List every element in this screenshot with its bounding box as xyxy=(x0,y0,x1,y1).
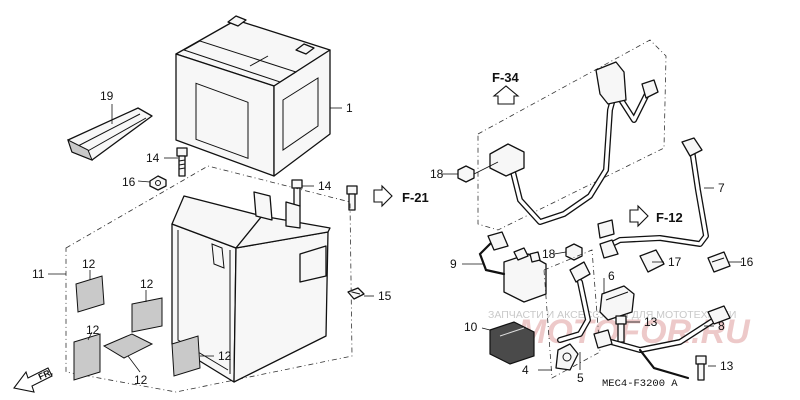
bolt-13-upper xyxy=(615,315,627,343)
nut-16-left xyxy=(149,175,167,191)
callout-6: 6 xyxy=(608,269,615,283)
callout-19: 19 xyxy=(100,89,114,103)
callout-15: 15 xyxy=(378,289,392,303)
ref-f12-label: F-12 xyxy=(656,210,683,225)
ref-f12: F-12 xyxy=(629,204,683,228)
starter-cable-4 xyxy=(555,261,591,371)
cap-16-right xyxy=(707,251,731,273)
callout-12-e: 12 xyxy=(218,349,232,363)
battery xyxy=(175,15,331,177)
battery-cable xyxy=(489,61,659,225)
ref-f21-label: F-21 xyxy=(402,190,429,205)
callout-12-a: 12 xyxy=(82,257,96,271)
callout-16-left: 16 xyxy=(122,175,136,189)
callout-5: 5 xyxy=(577,371,584,385)
callout-11: 11 xyxy=(32,267,45,281)
pad-12-a xyxy=(75,275,105,313)
callout-12-c: 12 xyxy=(86,323,100,337)
right-arrow-icon xyxy=(373,184,393,208)
bolt-14-right xyxy=(291,179,303,207)
up-arrow-icon xyxy=(492,85,520,105)
clip-17 xyxy=(639,249,665,273)
main-fuse-10 xyxy=(489,321,535,365)
callout-16-right: 16 xyxy=(740,255,754,269)
callout-4: 4 xyxy=(522,363,529,377)
right-arrow-icon xyxy=(629,204,649,228)
ref-f34-label: F-34 xyxy=(492,70,520,85)
clip-15 xyxy=(347,287,365,300)
fuse-cover-6 xyxy=(599,285,635,321)
battery-band xyxy=(67,107,153,161)
front-indicator: FR. xyxy=(13,367,54,393)
front-label: FR. xyxy=(37,367,54,382)
pad-12-e xyxy=(171,335,201,377)
callout-10: 10 xyxy=(464,320,478,334)
front-arrow-icon xyxy=(13,367,53,393)
leader-lines xyxy=(48,104,742,373)
bolt-13-lower xyxy=(695,355,707,381)
bolt-14-left xyxy=(176,147,188,177)
callout-8: 8 xyxy=(718,319,725,333)
negative-cable-7 xyxy=(597,137,709,259)
callout-14-right: 14 xyxy=(318,179,332,193)
callout-13-lower: 13 xyxy=(720,359,734,373)
pad-12-c xyxy=(73,333,101,381)
bolt-f21 xyxy=(346,185,358,211)
callout-14-left: 14 xyxy=(146,151,160,165)
diagram-code: MEC4-F3200 A xyxy=(602,378,678,390)
ref-f34: F-34 xyxy=(492,70,520,105)
callout-7: 7 xyxy=(718,181,725,195)
callout-17: 17 xyxy=(668,255,682,269)
ref-f21: F-21 xyxy=(373,184,429,208)
callout-13-upper: 13 xyxy=(644,315,658,329)
callout-9: 9 xyxy=(450,257,457,271)
callout-1: 1 xyxy=(346,101,353,115)
callout-12-b: 12 xyxy=(140,277,154,291)
pad-12-d xyxy=(102,333,154,359)
ground-cable-8 xyxy=(593,305,731,380)
callout-18-lower: 18 xyxy=(542,247,556,261)
pad-12-b xyxy=(131,297,163,333)
starter-relay xyxy=(478,231,547,303)
nut-18-upper xyxy=(457,165,475,183)
callout-12-d: 12 xyxy=(134,373,148,387)
callout-18-upper: 18 xyxy=(430,167,444,181)
